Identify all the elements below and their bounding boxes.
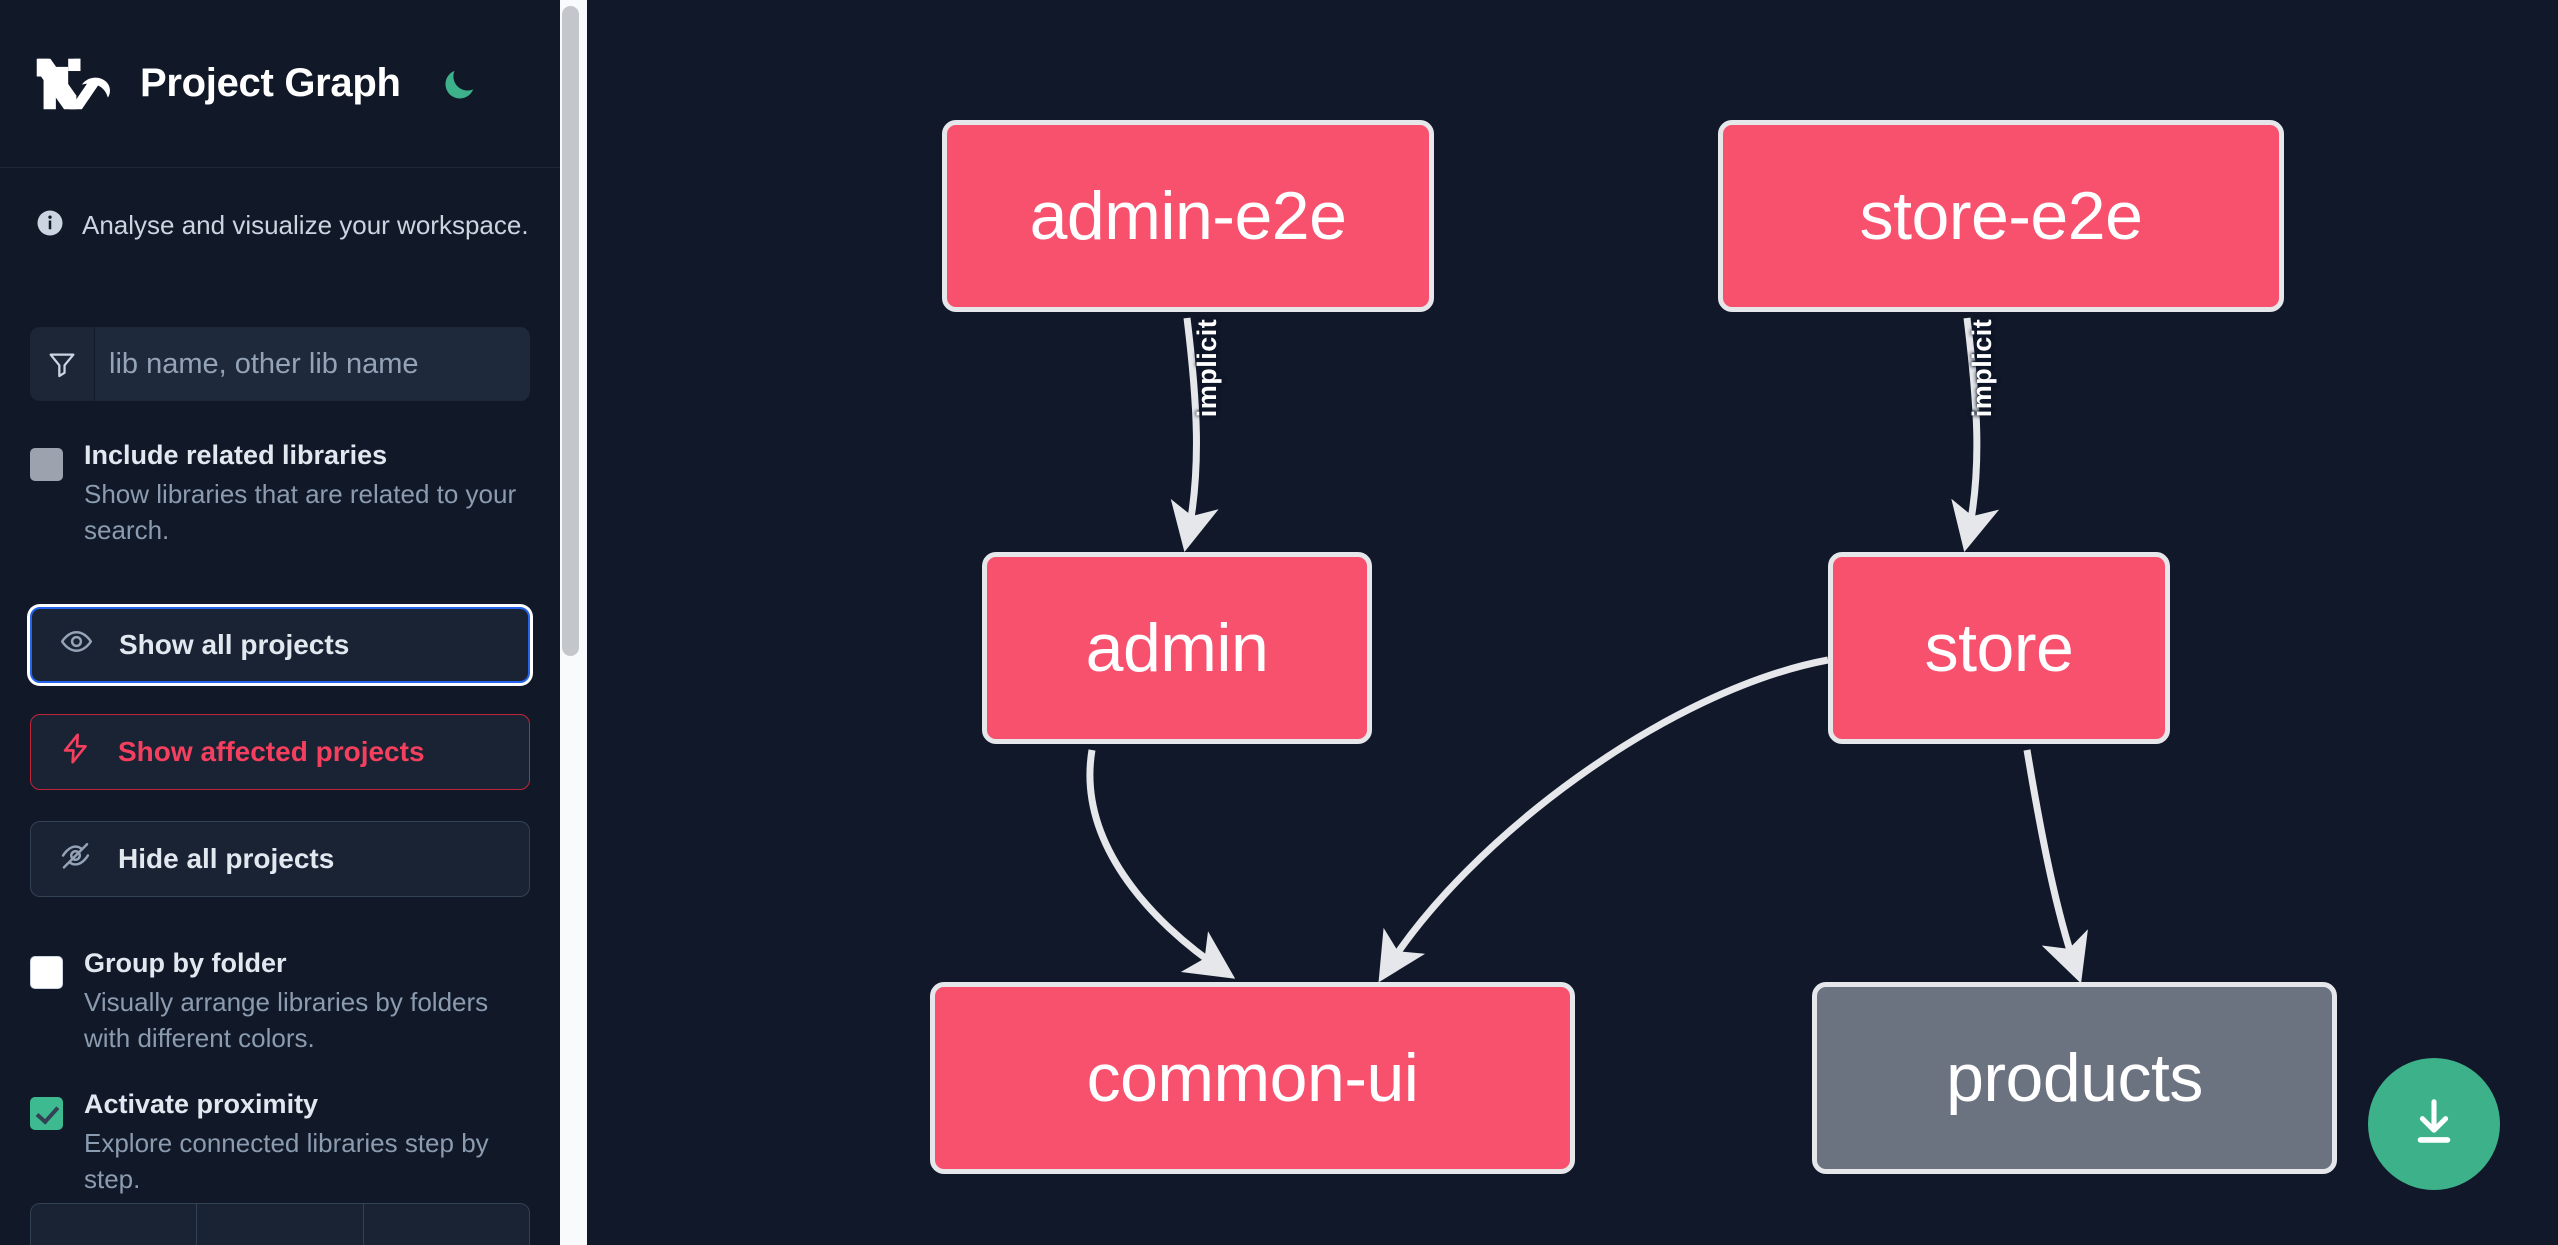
edge-admin-e2e-to-admin: [1170, 317, 1219, 552]
checkbox-row-activate-proximity[interactable]: Activate proximity Explore connected lib…: [30, 1090, 530, 1198]
search-input[interactable]: [95, 327, 530, 401]
checkbox-row-group-by-folder[interactable]: Group by folder Visually arrange librari…: [30, 947, 530, 1057]
info-icon: [35, 208, 65, 243]
checkbox-label-include-related-libraries: Include related libraries: [84, 440, 388, 470]
bolt-icon: [59, 732, 92, 772]
checkbox-description-group-by-folder: Visually arrange libraries by folders wi…: [84, 986, 489, 1053]
proximity-segmented-control[interactable]: [30, 1203, 530, 1245]
sidebar-scrollbar-thumb[interactable]: [562, 6, 579, 656]
graph-node-store-e2e[interactable]: store-e2e: [1718, 120, 2284, 312]
show-affected-projects-button[interactable]: Show affected projects: [30, 713, 530, 790]
graph-node-label-admin: admin: [1085, 610, 1269, 686]
graph-node-label-products: products: [1946, 1040, 2203, 1116]
edge-store-e2e-to-store: [1951, 317, 2000, 552]
show-all-projects-button[interactable]: Show all projects: [30, 606, 530, 683]
graph-node-label-store-e2e: store-e2e: [1859, 178, 2143, 254]
eye-off-icon: [59, 839, 92, 879]
checkbox-row-include-related-libraries[interactable]: Include related libraries Show libraries…: [30, 441, 530, 549]
download-icon: [2405, 1094, 2463, 1155]
graph-node-products[interactable]: products: [1812, 982, 2337, 1174]
eye-icon: [60, 625, 93, 665]
graph-node-admin[interactable]: admin: [982, 552, 1372, 744]
graph-node-label-common-ui: common-ui: [1086, 1040, 1419, 1116]
sidebar-body: Analyse and visualize your workspace. In…: [0, 208, 560, 1198]
graph-node-label-store: store: [1924, 610, 2074, 686]
graph-node-admin-e2e[interactable]: admin-e2e: [942, 120, 1434, 312]
checkbox-activate-proximity[interactable]: [30, 1097, 63, 1131]
segment-2[interactable]: [197, 1204, 364, 1245]
graph-node-store[interactable]: store: [1828, 552, 2170, 744]
edge-store-to-common-ui: [1378, 656, 1829, 983]
graph-node-label-admin-e2e: admin-e2e: [1029, 178, 1347, 254]
download-button[interactable]: [2368, 1058, 2500, 1190]
show-all-projects-label: Show all projects: [119, 628, 350, 660]
graph-canvas[interactable]: implicit implicit admin-e2e store-e2e ad…: [587, 0, 2558, 1245]
sidebar: Project Graph Analyse and visualize your…: [0, 0, 560, 1245]
nx-logo-icon: [34, 53, 116, 115]
segment-1[interactable]: [31, 1204, 198, 1245]
checkbox-label-group-by-folder: Group by folder: [84, 947, 287, 978]
filter-icon[interactable]: [30, 327, 95, 401]
hide-all-projects-button[interactable]: Hide all projects: [30, 820, 530, 897]
sidebar-header: Project Graph: [0, 0, 560, 168]
tagline-text: Analyse and visualize your workspace.: [82, 210, 529, 240]
graph-node-common-ui[interactable]: common-ui: [930, 982, 1575, 1174]
search-bar: [30, 327, 530, 401]
edge-admin-to-common-ui: [1086, 749, 1236, 979]
tagline-row: Analyse and visualize your workspace.: [35, 208, 530, 243]
project-visibility-buttons: Show all projects Show affected projects: [30, 606, 530, 897]
segment-3[interactable]: [364, 1204, 529, 1245]
moon-icon[interactable]: [437, 62, 481, 106]
edge-store-to-products: [2023, 749, 2088, 984]
page-title: Project Graph: [140, 61, 401, 105]
graph-edges: [1086, 317, 2088, 984]
checkbox-group-by-folder[interactable]: [30, 955, 63, 989]
checkbox-include-related-libraries[interactable]: [30, 448, 63, 481]
hide-all-projects-label: Hide all projects: [118, 842, 335, 874]
checkbox-label-activate-proximity: Activate proximity: [84, 1089, 319, 1120]
show-affected-projects-label: Show affected projects: [118, 735, 425, 767]
checkbox-description-include-related-libraries: Show libraries that are related to your …: [84, 479, 517, 545]
checkbox-description-activate-proximity: Explore connected libraries step by step…: [84, 1128, 489, 1195]
